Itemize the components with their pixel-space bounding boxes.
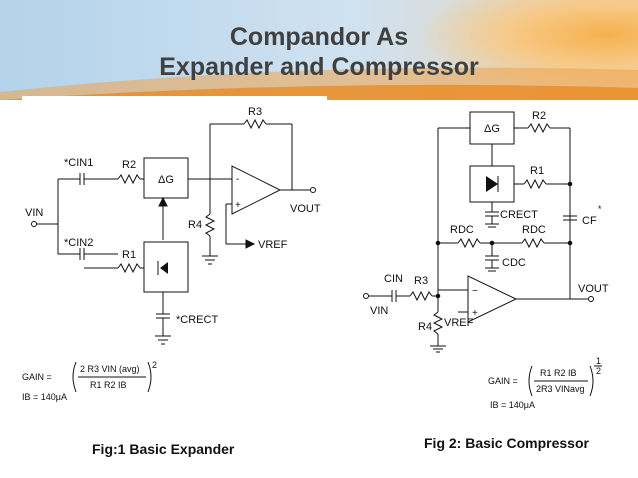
fig2-label-cf: CF: [582, 215, 597, 227]
title-line-1: Compandor As: [229, 23, 409, 51]
fig1-delta-g-block: [143, 157, 189, 199]
fig1-ib: IB = 140μA: [22, 392, 67, 402]
fig2-gain-exp-den: 2: [596, 366, 601, 376]
fig2-label-cf-star: *: [598, 204, 602, 214]
fig1-label-r1: R1: [122, 249, 136, 261]
fig2-gain-denominator: 2R3 VINavg: [536, 384, 585, 394]
fig1-gain-exponent: 2: [152, 360, 157, 370]
fig2-opamp: [467, 275, 518, 323]
fig2-rdc-right-resistor: [521, 237, 545, 249]
fig1-label-crect: *CRECT: [176, 314, 218, 326]
fig1-r1-resistor: [117, 262, 141, 274]
fig1-vin-terminal: [31, 221, 37, 227]
fig1-opamp: [231, 165, 282, 215]
fig2-r2-resistor: [527, 122, 551, 134]
fig2-label-cdc: CDC: [502, 257, 526, 269]
fig2-opamp-minus: −: [472, 286, 478, 297]
fig1-label-r4: R4: [188, 219, 202, 231]
fig1-label-r2: R2: [122, 159, 136, 171]
fig2-label-vref: VREF: [444, 317, 474, 329]
fig2-rdc-left-resistor: [457, 237, 481, 249]
fig2-label-cin: CIN: [384, 273, 403, 285]
fig1-r4-resistor: [204, 213, 216, 237]
fig1-r2-resistor: [117, 173, 141, 185]
fig1-opamp-plus: +: [235, 200, 241, 211]
fig1-rectifier-block: [143, 241, 189, 293]
fig1-gain-denominator: R1 R2 IB: [90, 380, 127, 390]
fig2-label-rdc-right: RDC: [522, 224, 546, 236]
title-line-2: Expander and Compressor: [159, 53, 479, 81]
fig2-label-crect: CRECT: [500, 209, 538, 221]
fig1-label-dg: ΔG: [158, 174, 174, 186]
fig2-label-r4: R4: [418, 321, 432, 333]
fig1-opamp-minus: -: [236, 174, 239, 185]
fig2-caption: Fig 2: Basic Compressor: [424, 435, 589, 451]
fig2-vout-terminal: [588, 296, 594, 302]
fig1-caption: Fig:1 Basic Expander: [92, 441, 235, 457]
fig1-label-cin2: *CIN2: [64, 237, 93, 249]
fig2-label-vin: VIN: [370, 305, 388, 317]
fig2-gain-numerator: R1 R2 IB: [540, 368, 577, 378]
fig1-gain-numerator: 2 R3 VIN (avg): [80, 364, 140, 374]
fig1-label-vin: VIN: [25, 207, 43, 219]
fig2-gain-lhs: GAIN =: [488, 376, 518, 386]
fig1-label-vref: VREF: [258, 239, 288, 251]
fig2-label-rdc-left: RDC: [450, 224, 474, 236]
fig2-label-r3: R3: [414, 275, 428, 287]
fig2-label-dg: ΔG: [484, 123, 500, 135]
fig2-r1-resistor: [523, 178, 547, 190]
fig2-r3-resistor: [409, 290, 433, 302]
fig2-r4-resistor: [432, 311, 444, 335]
fig1-label-r3: R3: [248, 106, 262, 118]
fig2-label-r1: R1: [530, 165, 544, 177]
fig2-vin-terminal: [363, 293, 369, 299]
fig1-expander-schematic: R3 *CIN1 R2 ΔG VIN *CIN2 R1 R4 VOUT VREF…: [22, 96, 327, 358]
fig2-gain-exp-num: 1: [596, 356, 601, 366]
fig2-ib: IB = 140μA: [490, 400, 535, 410]
fig1-r3-resistor: [243, 118, 267, 130]
fig1-gain-lhs: GAIN =: [22, 372, 52, 382]
fig2-opamp-plus: +: [472, 308, 478, 319]
fig2-compressor-schematic: R2 ΔG R1 CRECT CF * RDC RDC CDC CIN R3 V…: [350, 100, 620, 362]
fig2-label-vout: VOUT: [578, 283, 609, 295]
fig1-label-vout: VOUT: [290, 203, 321, 215]
fig2-label-r2: R2: [532, 110, 546, 122]
fig1-label-cin1: *CIN1: [64, 157, 93, 169]
fig2-gain-formula: GAIN = R1 R2 IB 2R3 VINavg 1 2 IB = 140μ…: [484, 356, 608, 412]
fig1-gain-formula: GAIN = 2 R3 VIN (avg) R1 R2 IB 2 IB = 14…: [18, 360, 168, 406]
fig1-vout-terminal: [310, 187, 316, 193]
